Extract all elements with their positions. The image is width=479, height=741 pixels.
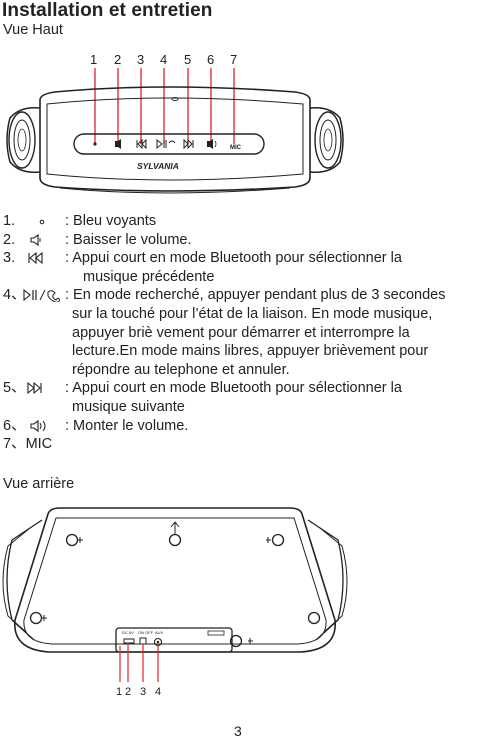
- item-number: 7、MIC: [3, 436, 53, 453]
- mic-label: MIC: [230, 145, 242, 151]
- item-number: 2.: [3, 231, 16, 248]
- panel-label-aux: AUX: [155, 630, 164, 635]
- panel-label-dc5v: DC 5V: [122, 630, 134, 635]
- top-callout-6: 6: [207, 52, 214, 67]
- item-number: 4、: [3, 287, 26, 304]
- rear-callout-4: 4: [155, 686, 161, 698]
- top-view-diagram: 1 2 3 4 5 6 7: [6, 52, 344, 194]
- panel-label-onoff: ON OFF: [138, 630, 154, 635]
- rear-callout-3: 3: [140, 686, 146, 698]
- brand-logo: SYLVANIA: [137, 161, 179, 171]
- previous-track-icon: [27, 251, 45, 271]
- item-text: appuyer briè vement pour démarrer et int…: [72, 324, 410, 341]
- item-text: : Monter le volume.: [65, 417, 189, 434]
- rear-callout-2: 2: [125, 686, 131, 698]
- item-text: musique suivante: [72, 398, 185, 415]
- item-text: : Bleu voyants: [65, 213, 157, 229]
- item-text: sur la touché pour l’état de la liaison.…: [72, 305, 433, 322]
- item-text: répondre au telephone et annuler.: [72, 361, 290, 378]
- page-title: Installation et entretien: [2, 0, 213, 21]
- item-number: 6、: [3, 417, 26, 434]
- top-callout-4: 4: [160, 52, 167, 67]
- page-number: 3: [234, 723, 242, 739]
- top-callout-2: 2: [114, 52, 121, 67]
- item-text: : En mode recherché, appuyer pendant plu…: [65, 287, 446, 304]
- rear-view-diagram: DC 5V ON OFF AUX 1 2 3 4: [2, 507, 348, 698]
- item-text: : Appui court en mode Bluetooth pour sél…: [65, 250, 402, 267]
- play-pause-phone-icon: [23, 288, 63, 308]
- item-number: 3.: [3, 250, 16, 267]
- next-track-icon: [27, 381, 45, 401]
- item-text: : Appui court en mode Bluetooth pour sél…: [65, 380, 402, 397]
- top-view-label: Vue Haut: [3, 22, 63, 38]
- top-callout-3: 3: [137, 52, 144, 67]
- item-text: musique précédente: [83, 268, 215, 285]
- item-number: 5、: [3, 380, 26, 397]
- volume-up-icon: [29, 419, 49, 439]
- top-callout-5: 5: [184, 52, 191, 67]
- item-text: lecture.En mode mains libres, appuyer br…: [72, 343, 429, 360]
- rear-callout-1: 1: [116, 686, 122, 698]
- led-indicator-icon: [37, 214, 47, 234]
- volume-down-icon: [29, 233, 45, 253]
- item-number: 1.: [3, 213, 16, 229]
- rear-view-label: Vue arrière: [3, 476, 75, 492]
- item-text: : Baisser le volume.: [65, 231, 192, 248]
- top-callout-7: 7: [230, 52, 237, 67]
- top-callout-1: 1: [90, 52, 97, 67]
